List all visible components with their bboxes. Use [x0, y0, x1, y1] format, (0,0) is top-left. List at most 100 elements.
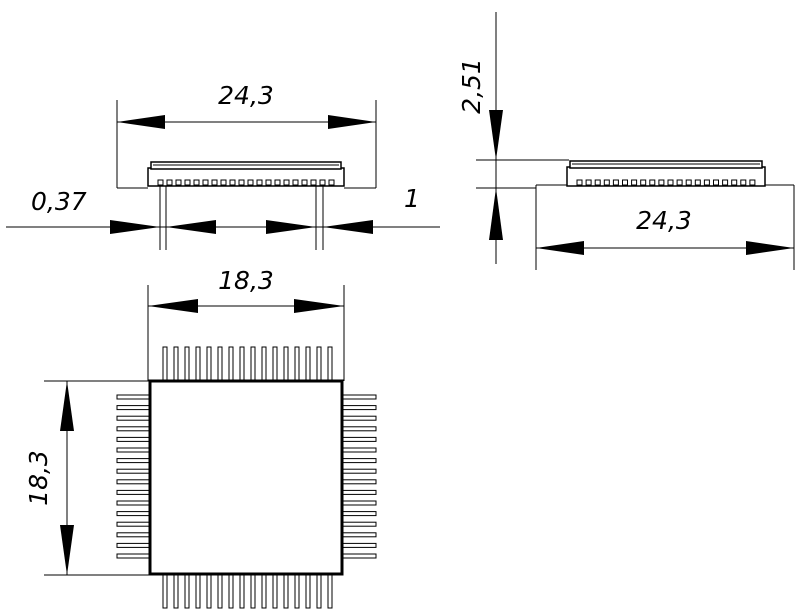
- top-pin-west: [116, 479, 151, 485]
- top-pin-east: [341, 415, 377, 421]
- top-pin-south: [305, 573, 311, 609]
- top-pin-south: [327, 573, 333, 609]
- front-pin: [256, 179, 263, 186]
- top-pin-west: [116, 500, 151, 506]
- top-pin-east: [341, 394, 377, 400]
- top-pin-west: [116, 426, 151, 432]
- top-pin-north: [173, 346, 179, 382]
- side-height-arrow-top: [489, 110, 503, 160]
- front-width-label: 24,3: [218, 81, 274, 110]
- front-width-arrow-right: [328, 115, 376, 129]
- side-pin: [722, 179, 729, 186]
- side-pin: [649, 179, 656, 186]
- side-view: 2,51 24,3: [457, 12, 795, 270]
- top-pin-west: [116, 532, 151, 538]
- top-pin-east: [341, 436, 377, 442]
- top-height-arrow-up: [60, 381, 74, 431]
- side-pin: [667, 179, 674, 186]
- top-height-arrow-down: [60, 525, 74, 575]
- top-pin-east: [341, 468, 377, 474]
- top-pin-north: [305, 346, 311, 382]
- side-pin: [740, 179, 747, 186]
- top-pin-east: [341, 511, 377, 517]
- top-pin-east: [341, 426, 377, 432]
- top-pin-north: [228, 346, 234, 382]
- side-pin: [594, 179, 601, 186]
- top-pin-south: [173, 573, 179, 609]
- front-pin: [166, 179, 173, 186]
- top-pin-south: [283, 573, 289, 609]
- top-height-label: 18,3: [24, 450, 53, 506]
- top-pin-west: [116, 542, 151, 548]
- top-pin-north: [184, 346, 190, 382]
- side-pin: [694, 179, 701, 186]
- side-pin: [676, 179, 683, 186]
- front-pin: [265, 179, 272, 186]
- top-pin-east: [341, 532, 377, 538]
- top-pin-north: [316, 346, 322, 382]
- top-pin-west: [116, 521, 151, 527]
- top-pin-west: [116, 553, 151, 559]
- side-pin: [658, 179, 665, 186]
- side-pin: [631, 179, 638, 186]
- front-pin: [229, 179, 236, 186]
- front-pin: [247, 179, 254, 186]
- top-view: 18,3 18,3: [24, 266, 377, 609]
- top-pin-north: [327, 346, 333, 382]
- top-pin-north: [294, 346, 300, 382]
- top-pin-east: [341, 542, 377, 548]
- side-pin: [640, 179, 647, 186]
- top-pin-south: [272, 573, 278, 609]
- top-pin-east: [341, 500, 377, 506]
- top-pin-south: [195, 573, 201, 609]
- side-width-arrow-right: [746, 241, 794, 255]
- top-pin-north: [239, 346, 245, 382]
- lead-arrow-4: [323, 220, 373, 234]
- top-body: [148, 379, 344, 576]
- front-pin: [274, 179, 281, 186]
- side-pin: [612, 179, 619, 186]
- side-width-label: 24,3: [636, 206, 692, 235]
- top-pin-south: [162, 573, 168, 609]
- side-pin: [731, 179, 738, 186]
- top-pin-east: [341, 447, 377, 453]
- front-pin: [328, 179, 335, 186]
- top-width-arrow-left: [148, 299, 198, 313]
- top-pin-west: [116, 405, 151, 411]
- front-pin: [175, 179, 182, 186]
- top-pin-west: [116, 447, 151, 453]
- top-pin-west: [116, 489, 151, 495]
- front-pin: [220, 179, 227, 186]
- top-width-label: 18,3: [218, 266, 274, 295]
- top-pin-south: [294, 573, 300, 609]
- top-pin-east: [341, 553, 377, 559]
- side-height-arrow-bottom: [489, 188, 503, 240]
- top-pin-north: [217, 346, 223, 382]
- side-pin: [713, 179, 719, 186]
- top-pin-west: [116, 436, 151, 442]
- top-pin-north: [250, 346, 256, 382]
- front-pin: [301, 179, 308, 186]
- top-pin-west: [116, 458, 151, 464]
- left-offset-label: 0,37: [31, 187, 87, 216]
- side-height-label: 2,51: [457, 58, 486, 114]
- side-pin-row: [576, 179, 756, 186]
- front-pin: [202, 179, 209, 186]
- top-pin-north: [195, 346, 201, 382]
- top-pin-south: [228, 573, 234, 609]
- top-pin-east: [341, 479, 377, 485]
- top-pin-south: [261, 573, 267, 609]
- top-pin-south: [239, 573, 245, 609]
- front-width-arrow-left: [117, 115, 165, 129]
- top-pin-east: [341, 405, 377, 411]
- side-width-arrow-left: [536, 241, 584, 255]
- side-pin: [685, 179, 692, 186]
- top-pin-south: [206, 573, 212, 609]
- front-pin-row: [157, 179, 335, 186]
- side-pin: [603, 179, 610, 186]
- top-pin-west: [116, 415, 151, 421]
- side-pin: [622, 179, 628, 186]
- right-offset-label: 1: [404, 184, 420, 213]
- top-pin-west: [116, 394, 151, 400]
